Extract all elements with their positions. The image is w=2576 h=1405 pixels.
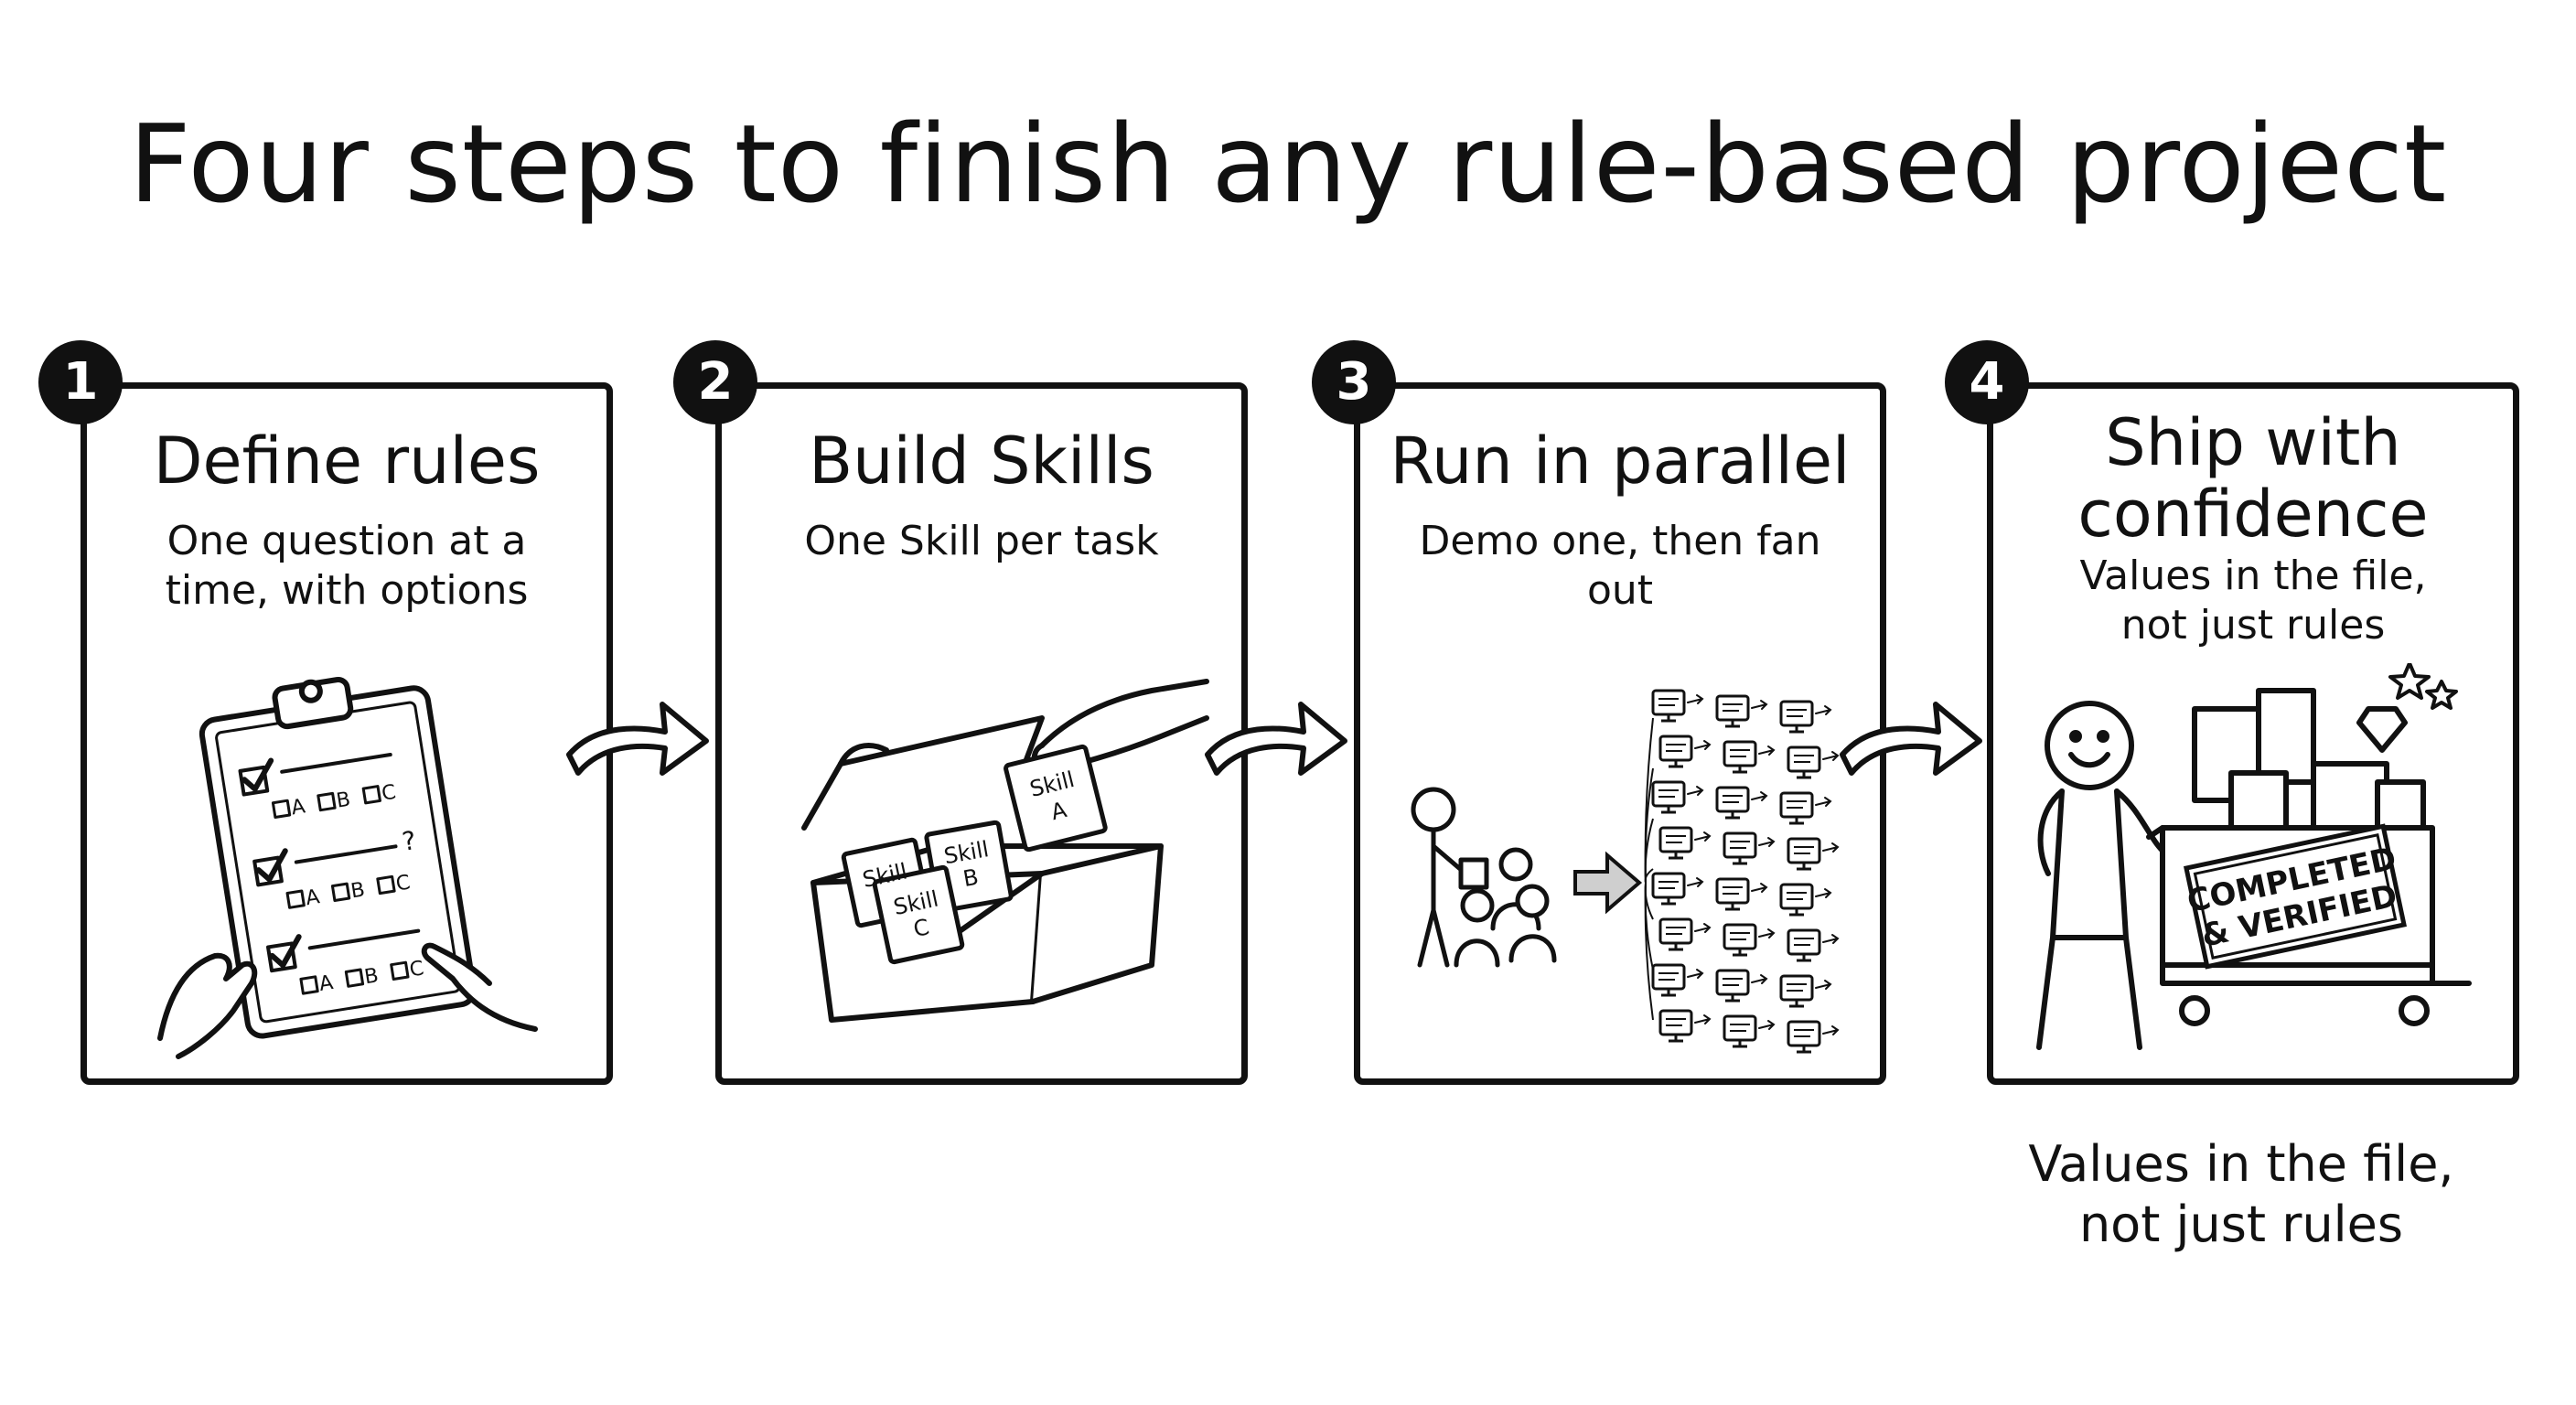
step-4-number-badge: 4 <box>1945 340 2029 424</box>
monitor-icon <box>1651 689 1704 723</box>
monitor-icon <box>1779 883 1832 917</box>
page-title: Four steps to finish any rule-based proj… <box>128 101 2448 227</box>
diamond-icon <box>2356 706 2408 753</box>
left-hand <box>157 952 258 1059</box>
arrow-step-3-to-4 <box>1840 702 1982 776</box>
card-b-letter: B <box>961 864 981 892</box>
q1-option-c: C <box>380 781 397 806</box>
clipboard-checklist-illustration: A B C A B C A B C ? <box>157 677 538 1059</box>
step-2-subtitle: One Skill per task <box>749 517 1214 566</box>
q3-option-a: A <box>317 971 335 996</box>
q1-option-a: A <box>290 795 307 820</box>
monitor-icon <box>1787 837 1840 871</box>
fan-out-arrow <box>1573 851 1643 915</box>
monitor-icon <box>1787 928 1840 962</box>
step-1-panel: Define rules One question at a time, wit… <box>80 382 613 1085</box>
cart-items <box>2192 688 2426 831</box>
monitor-icon <box>1787 745 1840 779</box>
monitor-icon <box>1723 923 1776 957</box>
skill-card-a <box>1004 744 1108 853</box>
star-icon <box>2388 663 2431 700</box>
step-2-subtitle-line-1: One Skill per task <box>804 518 1159 564</box>
box-lid <box>801 715 1045 831</box>
smiling-person <box>2036 701 2165 1050</box>
fan-out-illustration <box>1411 689 1840 1054</box>
monitor-icon <box>1779 791 1832 825</box>
card-c-letter: C <box>911 914 931 942</box>
q3-option-b: B <box>363 964 381 989</box>
q1-option-b: B <box>335 788 352 813</box>
step-1-subtitle-line-1: One question at a <box>166 518 527 564</box>
step-1-number-badge: 1 <box>38 340 123 424</box>
monitor-icon <box>1715 877 1768 911</box>
completed-stamp: COMPLETED & VERIFIED <box>2184 823 2407 970</box>
monitor-icon <box>1715 786 1768 820</box>
step-3-subtitle: Demo one, then fan out <box>1388 517 1852 616</box>
cart-frame <box>2146 825 2472 986</box>
step-3-subtitle-line-1: Demo one, then fan out <box>1419 518 1821 614</box>
monitor-icon <box>1715 694 1768 728</box>
monitor-icon <box>1723 1014 1776 1048</box>
step-3-number-badge: 3 <box>1312 340 1396 424</box>
cart-wheel-right <box>2399 995 2430 1026</box>
step-4-title: Ship with confidence <box>1993 407 2513 550</box>
step-2-title: Build Skills <box>809 424 1154 499</box>
monitor-icon <box>1723 740 1776 774</box>
card-a-letter: A <box>1048 797 1069 825</box>
step-4-title-line-1: Ship with <box>2105 405 2401 480</box>
cart-wheel-left <box>2179 995 2210 1026</box>
presenter-figure <box>1411 787 1489 968</box>
step-4-subtitle-line-1: Values in the file, <box>2079 552 2427 599</box>
monitor-icon <box>1779 974 1832 1008</box>
q2-option-b: B <box>349 878 367 903</box>
q3-option-c: C <box>408 957 425 981</box>
question-mark: ? <box>400 825 418 857</box>
skill-card-c <box>872 864 965 965</box>
skill-box-illustration: Skill A Skill B Skill Skill C <box>801 679 1209 1023</box>
monitor-icon <box>1651 780 1704 814</box>
step-1-title: Define rules <box>153 424 541 499</box>
footnote-line-2: not just rules <box>2078 1196 2404 1253</box>
monitor-icon <box>1651 963 1704 997</box>
step-3-panel: Run in parallel Demo one, then fan out <box>1354 382 1886 1085</box>
step-4-panel: Ship with confidence Values in the file,… <box>1987 382 2519 1085</box>
box-side <box>1030 843 1164 1004</box>
monitor-icon <box>1723 831 1776 865</box>
monitor-icon <box>1787 1020 1840 1054</box>
step-4-subtitle: Values in the file, not just rules <box>2021 552 2485 650</box>
step-3-title: Run in parallel <box>1390 424 1851 499</box>
fan-line <box>1644 868 1654 884</box>
audience-figures <box>1454 847 1557 968</box>
step-1-subtitle-line-2: time, with options <box>165 567 529 614</box>
arrow-step-1-to-2 <box>566 702 709 776</box>
monitor-icon <box>1715 969 1768 1003</box>
monitor-icon <box>1658 735 1712 768</box>
monitor-icon <box>1779 700 1832 734</box>
q2-option-c: C <box>394 872 412 896</box>
fan-line <box>1644 882 1654 1021</box>
footnote-caption: Values in the file, not just rules <box>1958 1134 2525 1255</box>
parallel-monitors-grid <box>1644 689 1840 1054</box>
footnote-line-1: Values in the file, <box>2028 1135 2454 1193</box>
step-2-panel: Build Skills One Skill per task Skill <box>715 382 1248 1085</box>
step-2-number-badge: 2 <box>673 340 757 424</box>
q2-option-a: A <box>304 885 321 910</box>
monitor-icon <box>1651 872 1704 906</box>
star-icon-small <box>2425 680 2458 710</box>
right-hand <box>421 942 538 1032</box>
arrow-step-2-to-3 <box>1205 702 1347 776</box>
monitor-icon <box>1658 1009 1712 1043</box>
monitor-icon <box>1658 917 1712 951</box>
step-4-subtitle-line-2: not just rules <box>2120 602 2386 649</box>
shipping-cart-illustration: COMPLETED & VERIFIED <box>2036 663 2472 1050</box>
step-1-subtitle: One question at a time, with options <box>114 517 579 616</box>
step-4-title-line-2: confidence <box>2077 477 2429 552</box>
monitor-icon <box>1658 826 1712 860</box>
